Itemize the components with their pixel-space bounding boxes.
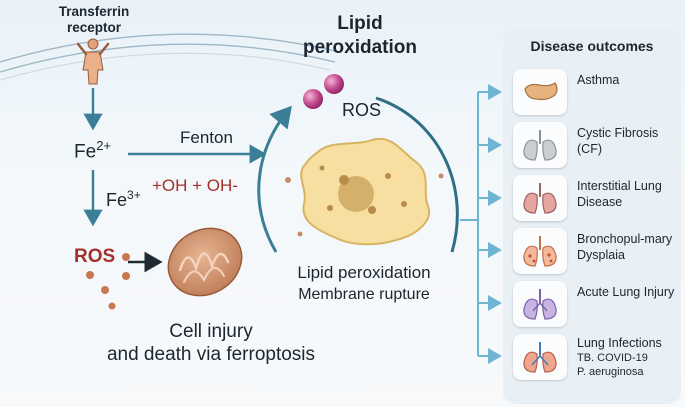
fe3-charge: 3+ [127,188,141,202]
fe2-label: Fe2+ [74,138,111,163]
outcome-label: Interstitial Lung Disease [577,179,662,209]
membrane-rupture-caption: Membrane rupture [298,286,430,303]
fe3-symbol: Fe [106,190,128,210]
spotted-lungs-icon [513,228,567,274]
outcome-row-acute-lung-injury: Acute Lung Injury [511,278,679,330]
outcome-label: Asthma [577,73,620,87]
fe3-label: Fe3+ [106,188,141,211]
ros-molecule-icon [303,74,344,109]
cell-injury-line-2: and death via ferroptosis [106,344,316,365]
disease-outcomes-panel: Disease outcomes Asthma Cystic Fibrosis … [503,28,681,404]
cell-membrane [0,33,341,81]
outcome-label: Bronchopul-mary Dysplaia [577,232,673,262]
ros-label-center: ROS [342,100,382,120]
transferrin-receptor-icon [76,38,110,85]
asthma-airway-icon [513,69,567,115]
outcome-row-interstitial: Interstitial Lung Disease [511,172,679,224]
outcome-label-main: Lung Infections [577,336,662,350]
damaged-cell-icon [285,137,444,246]
lipid-peroxidation-caption: Lipid peroxidation Membrane rupture [264,262,464,306]
disease-outcomes-title: Disease outcomes [530,38,654,54]
outcome-row-bronchopulmonary: Bronchopul-mary Dysplaia [511,225,679,277]
lipid-peroxidation-title-line-1: Lipid [337,13,383,34]
gray-lungs-icon [513,122,567,168]
outcome-label: Acute Lung Injury [577,285,675,299]
mitochondrion-icon [167,227,243,297]
fe2-symbol: Fe [74,141,97,163]
hydroxyl-radicals-label: +OH + OH- [152,176,238,195]
infected-lungs-icon [513,334,567,380]
transferrin-receptor-label: Transferrin receptor [58,4,130,35]
outcome-row-cystic-fibrosis: Cystic Fibrosis (CF) [511,119,679,171]
outcome-label-sub: TB. COVID-19 P. aeruginosa [577,352,648,378]
ros-label-left: ROS [74,246,116,267]
cell-injury-label: Cell injury and death via ferroptosis [96,320,326,366]
outcome-label: Cystic Fibrosis (CF) [577,126,659,156]
lipid-peroxidation-title-line-2: peroxidation [302,37,417,58]
outcome-row-asthma: Asthma [511,66,679,118]
peroxidation-arc [257,105,292,253]
fenton-label: Fenton [180,128,233,147]
fe2-charge: 2+ [96,138,112,153]
ros-dots [86,253,130,310]
outcome-label: Lung Infections TB. COVID-19 P. aerugino… [577,335,681,379]
lipid-peroxidation-caption-line-1: Lipid peroxidation [297,263,431,282]
lipid-peroxidation-title: Lipid peroxidation [290,12,430,60]
outcome-row-lung-infections: Lung Infections TB. COVID-19 P. aerugino… [511,331,679,391]
peroxidation-arc-right [375,96,459,253]
outcome-bracket-arrows [460,84,502,364]
cell-injury-line-1: Cell injury [169,321,253,342]
purple-lungs-icon [513,281,567,327]
pink-lungs-icon [513,175,567,221]
